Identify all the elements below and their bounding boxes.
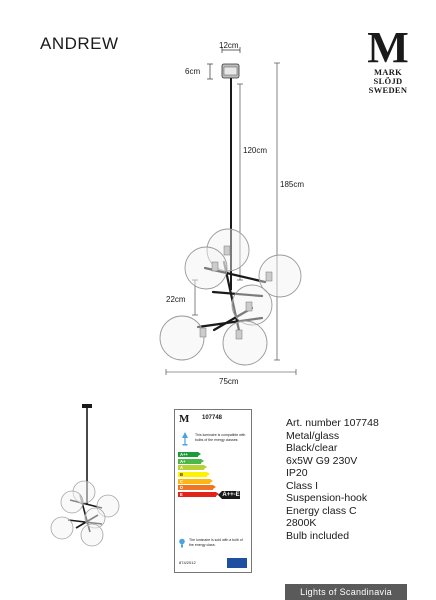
energy-label: M 107748 This luminaire is compatible wi… (174, 409, 252, 573)
energy-class-bar: C (178, 478, 213, 484)
brand-logo: M MARK SLÖJD SWEDEN (366, 23, 410, 95)
energy-class-bar: A (178, 465, 207, 471)
technical-drawing (159, 47, 302, 375)
cluster-height-label: 22cm (166, 295, 186, 304)
spec-line: Bulb included (286, 529, 350, 542)
spec-line: 2800K (286, 517, 317, 529)
total-height-label: 185cm (280, 180, 305, 189)
energy-class-bar: B (178, 472, 210, 478)
brand-line-2: SLÖJD (373, 76, 403, 86)
brand-line-1: MARK (373, 67, 403, 77)
brand-line-3: SWEDEN (368, 85, 408, 95)
brand-mark: M (367, 23, 409, 72)
energy-class-bar: D (178, 485, 216, 491)
energy-class-bar: A+ (178, 458, 204, 464)
energy-label-logo: M (179, 413, 190, 425)
energy-label-compat-text: This luminaire is compatible with bulbs … (195, 433, 246, 442)
energy-label-regulation: 874/2012 (179, 560, 196, 565)
canopy-height-label: 6cm (185, 67, 201, 76)
product-title: ANDREW (40, 34, 119, 53)
glass-globes (159, 228, 302, 366)
energy-class-indicator: A++-E (218, 491, 240, 499)
energy-class-bar: E (178, 492, 219, 498)
spec-line: Energy class C (286, 504, 357, 517)
footer-banner: Lights of Scandinavia (285, 584, 407, 600)
spec-line: Suspension-hook (286, 492, 368, 504)
energy-label-sold-text: The luminaire is sold with a bulb of the… (189, 538, 243, 547)
lamp-icon (182, 432, 188, 446)
spec-line: Metal/glass (286, 429, 340, 442)
total-width-label: 75cm (219, 377, 239, 386)
rod-length-label: 120cm (243, 146, 268, 155)
spec-line: Black/clear (286, 442, 338, 454)
spec-line: Class I (286, 479, 319, 492)
eu-flag-icon (227, 558, 247, 568)
product-thumbnail (50, 404, 120, 547)
spec-line: 6x5W G9 230V (286, 454, 358, 467)
energy-label-article: 107748 (202, 415, 223, 421)
spec-line: Art. number 107748 (286, 417, 379, 429)
energy-class-bar: A++ (178, 452, 201, 457)
lamp-arms (196, 260, 267, 337)
canopy-width-label: 12cm (219, 41, 239, 50)
spec-line: IP20 (286, 467, 308, 479)
bulb-icon (179, 538, 185, 548)
